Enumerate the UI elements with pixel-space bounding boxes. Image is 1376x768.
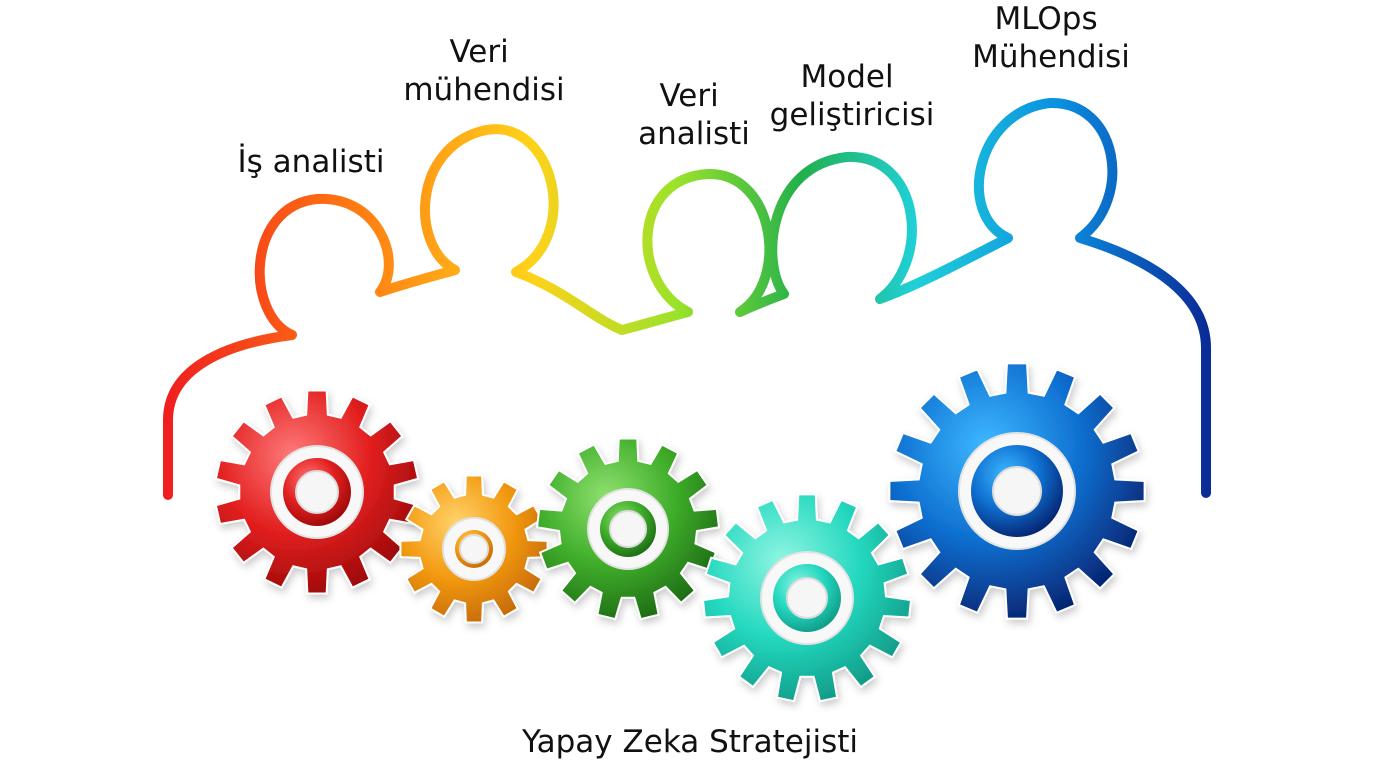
green-gear-center-hole [609,510,647,548]
teal-gear [701,493,913,703]
diagram-caption: Yapay Zeka Stratejisti [521,724,858,760]
orange-gear [399,474,549,624]
role-label-mlops-muhendisi-line-1: MLOps [994,1,1097,37]
role-label-veri-analisti-line-2: analisti [638,116,750,152]
role-label-mlops-muhendisi-line-2: Mühendisi [972,39,1130,75]
orange-gear-center-hole [459,534,489,564]
role-label-veri-analisti: Veri analisti [638,78,750,152]
team-outline [163,97,1211,500]
role-label-is-analisti: İş analisti [238,144,385,180]
blue-gear [888,362,1146,620]
role-label-veri-analisti-line-1: Veri [659,78,718,114]
role-label-model-gelistiricisi-line-1: Model [801,59,894,95]
red-gear [214,389,420,595]
red-gear-center-hole [295,470,339,514]
role-label-veri-muhendisi-line-2: mühendisi [403,72,564,108]
role-label-veri-muhendisi: Veri mühendisi [403,34,564,108]
role-label-mlops-muhendisi: MLOps Mühendisi [972,1,1130,75]
role-label-is-analisti-line-1: İş analisti [238,144,385,180]
green-gear [535,437,721,621]
role-label-veri-muhendisi-line-1: Veri [449,34,508,70]
blue-gear-center-hole [992,466,1042,516]
teal-gear-center-hole [786,577,828,619]
role-label-model-gelistiricisi: Model geliştiricisi [770,59,935,133]
role-label-model-gelistiricisi-line-2: geliştiricisi [770,97,935,133]
